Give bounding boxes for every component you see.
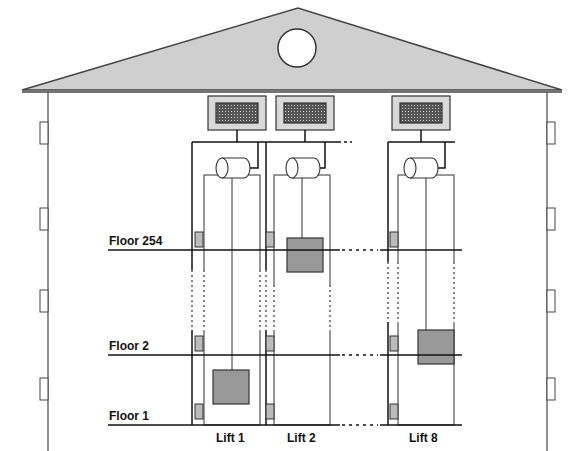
floor-label: Floor 1 xyxy=(108,409,150,423)
lift-label: Lift 1 xyxy=(215,431,246,445)
lift-label: Lift 8 xyxy=(408,431,439,445)
floor-label: Floor 254 xyxy=(108,234,163,248)
floor-label: Floor 2 xyxy=(108,339,150,353)
lift-label: Lift 2 xyxy=(286,431,317,445)
